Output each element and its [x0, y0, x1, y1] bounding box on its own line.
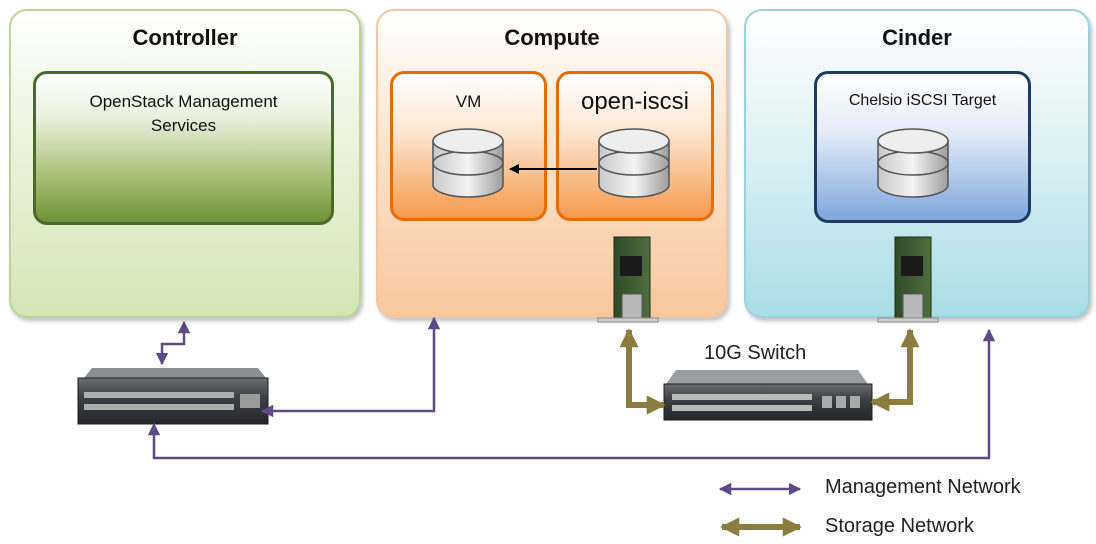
- management-services-label: OpenStack Management Services: [89, 92, 278, 135]
- legend-storage-label: Storage Network: [825, 515, 974, 537]
- open-iscsi-disk-icon: [598, 128, 670, 198]
- controller-title: Controller: [132, 25, 238, 50]
- mgmt-link-controller: [155, 320, 191, 366]
- cinder-nic-icon: [877, 236, 939, 323]
- vm-label: VM: [455, 92, 482, 111]
- iscsi-target-label: Chelsio iSCSI Target: [848, 92, 997, 109]
- mgmt-link-cinder: [147, 328, 996, 460]
- iscsi-target-disk-icon: [877, 128, 949, 198]
- management-services-box: OpenStack Management Services: [33, 71, 334, 225]
- management-switch-icon: [77, 368, 269, 425]
- storage-link-cinder: [870, 328, 920, 412]
- compute-title: Compute: [504, 25, 600, 50]
- vm-disk-icon: [432, 128, 504, 198]
- storage-link-compute: [619, 328, 666, 415]
- 10g-switch-icon: [663, 370, 873, 421]
- cinder-title: Cinder: [882, 25, 952, 50]
- mgmt-link-compute: [260, 316, 441, 418]
- 10g-switch-label: 10G Switch: [704, 342, 807, 364]
- open-iscsi-label: open-iscsi: [580, 88, 690, 115]
- legend-management-label: Management Network: [825, 476, 1021, 498]
- compute-nic-icon: [597, 236, 659, 323]
